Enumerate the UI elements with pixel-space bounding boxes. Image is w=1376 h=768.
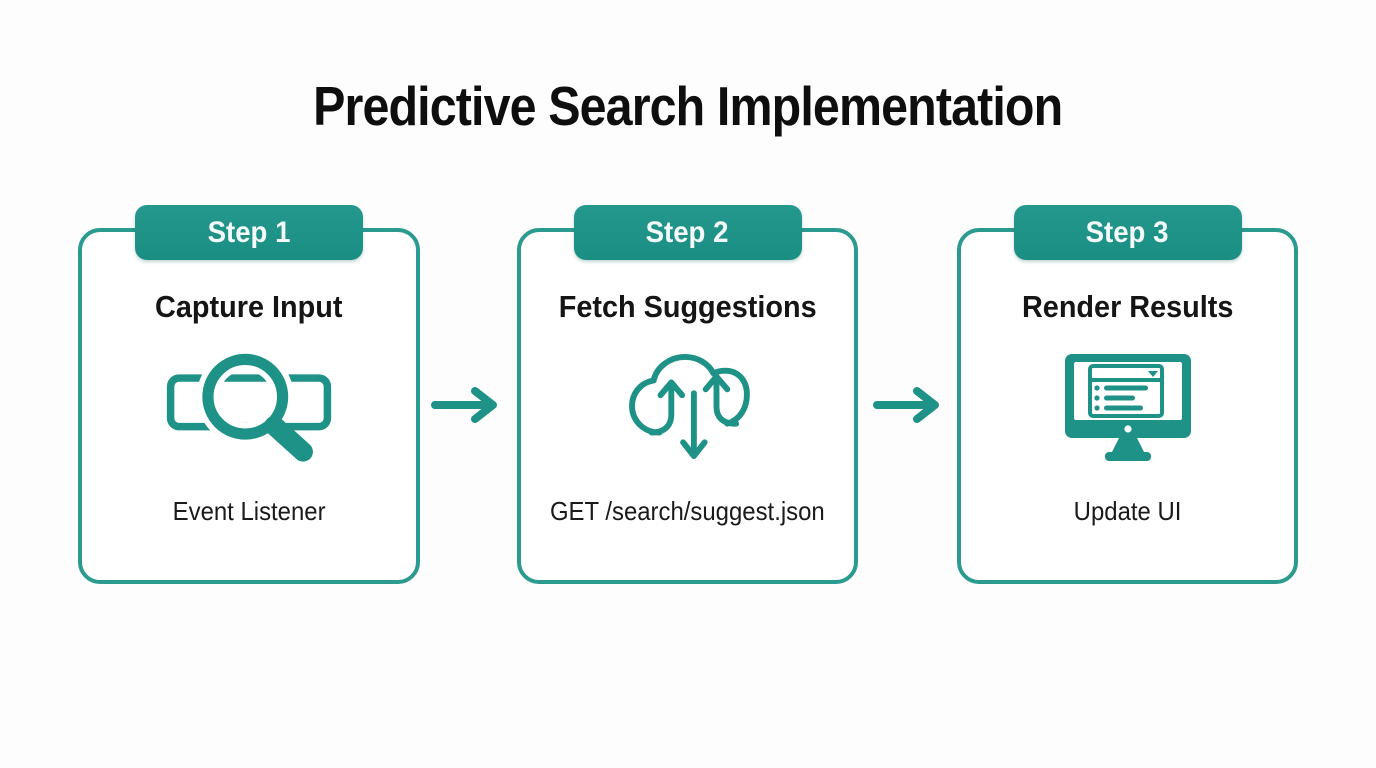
step-2-caption-text: GET /search/suggest.json xyxy=(550,496,825,526)
list-line-2 xyxy=(1103,395,1135,401)
step-2-badge: Step 2 xyxy=(573,205,802,260)
step-3-caption: Update UI xyxy=(1069,496,1186,526)
page-title: Predictive Search Implementation xyxy=(0,74,1376,138)
lens-circle xyxy=(202,353,289,440)
step-3-caption-text: Update UI xyxy=(1073,496,1182,526)
upload-arrow-right xyxy=(713,376,739,427)
monitor-results-icon xyxy=(1064,354,1191,461)
monitor-stand xyxy=(1110,438,1145,454)
step-1-heading-text: Capture Input xyxy=(155,289,343,324)
list-line-3 xyxy=(1103,405,1143,411)
step-2-badge-label: Step 2 xyxy=(646,215,729,249)
cloud-sync-icon xyxy=(628,353,750,460)
step-card-3: Step 3 Render Results Update UI xyxy=(957,205,1298,584)
arrow-head xyxy=(471,387,497,423)
dropdown-caret xyxy=(1147,371,1158,377)
step-3-heading: Render Results xyxy=(1014,290,1241,324)
step-2-caption: GET /search/suggest.json xyxy=(538,496,837,526)
step-2-icon-wrap xyxy=(626,348,750,466)
monitor-base xyxy=(1104,452,1151,461)
list-line-1 xyxy=(1103,385,1148,391)
upload-arrow-left-head xyxy=(657,379,685,399)
step-3-badge: Step 3 xyxy=(1013,205,1242,260)
list-bullet-2 xyxy=(1093,395,1100,401)
search-bar-outline xyxy=(166,374,332,431)
magnifier-handle xyxy=(264,415,313,462)
cloud-outline xyxy=(628,353,750,436)
page-title-text: Predictive Search Implementation xyxy=(313,75,1063,137)
download-arrow-head xyxy=(679,439,708,460)
step-1-badge-label: Step 1 xyxy=(207,215,291,249)
step-card-1: Step 1 Capture Input Event Listener xyxy=(78,205,420,584)
step-card-2: Step 2 Fetch Suggestions GET /search/sug… xyxy=(517,205,858,584)
monitor-camera-dot xyxy=(1123,425,1132,433)
step-2-heading-text: Fetch Suggestions xyxy=(558,289,817,324)
step-1-caption-text: Event Listener xyxy=(172,496,326,526)
step-1-badge: Step 1 xyxy=(135,205,363,260)
step-1-caption: Event Listener xyxy=(166,496,332,526)
step-1-heading: Capture Input xyxy=(148,290,350,324)
list-bullet-1 xyxy=(1093,385,1100,391)
upload-arrow-right-head xyxy=(702,373,730,393)
step-3-heading-text: Render Results xyxy=(1021,289,1234,324)
right-arrow-icon xyxy=(873,387,939,423)
step-2-heading: Fetch Suggestions xyxy=(549,290,826,324)
upload-arrow-left xyxy=(648,382,674,436)
step-1-icon-wrap xyxy=(165,348,333,466)
search-bar-magnifier-icon xyxy=(166,350,332,462)
list-bullet-3 xyxy=(1093,405,1100,411)
step-3-icon-wrap xyxy=(1063,348,1193,466)
right-arrow-icon xyxy=(431,387,497,423)
step-3-badge-label: Step 3 xyxy=(1086,215,1169,249)
arrow-head xyxy=(913,387,939,423)
